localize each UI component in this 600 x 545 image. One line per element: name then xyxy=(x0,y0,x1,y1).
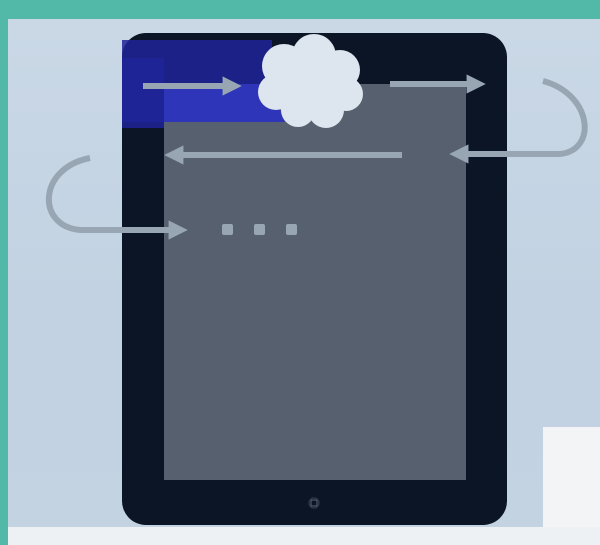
tablet-edge-fix xyxy=(122,58,164,128)
tablet-screen xyxy=(164,84,466,480)
